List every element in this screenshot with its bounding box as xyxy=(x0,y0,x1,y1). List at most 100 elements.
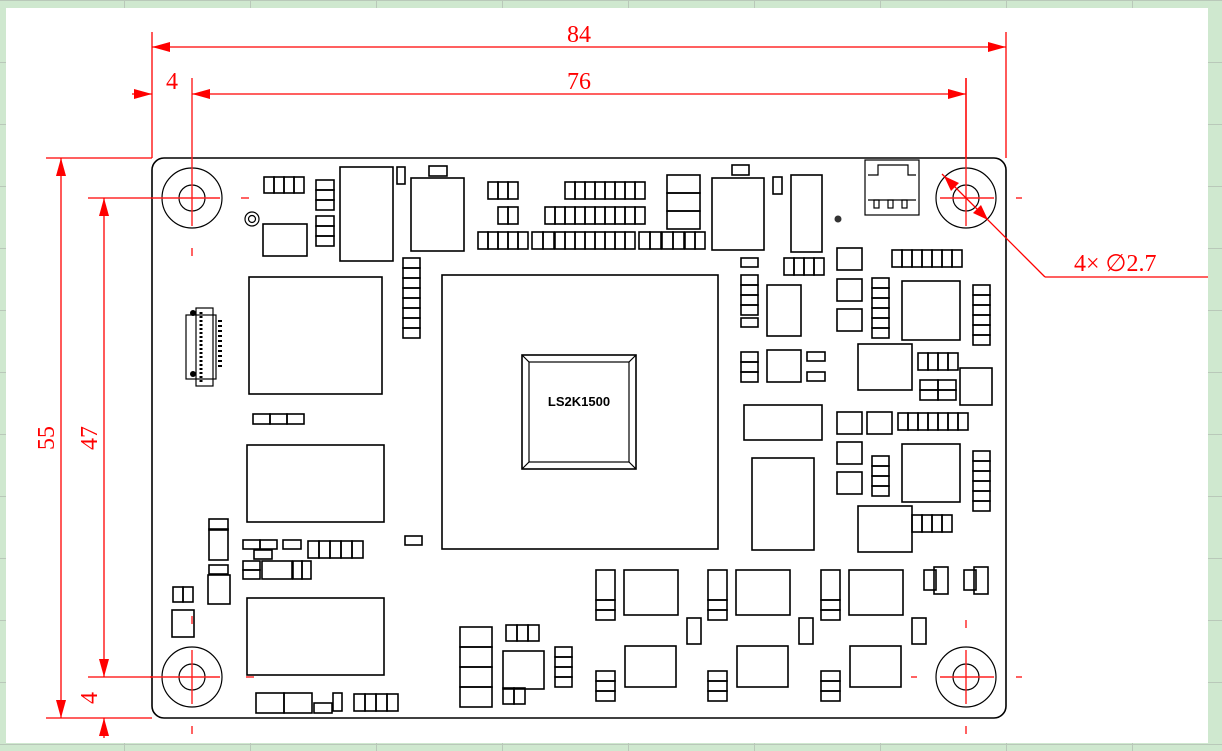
resistor-array xyxy=(293,176,305,194)
resistor-array xyxy=(402,297,421,309)
capacitor xyxy=(208,518,229,531)
resistor-array xyxy=(351,540,364,559)
resistor-array xyxy=(402,267,421,279)
resistor-array xyxy=(554,666,573,678)
resistor-array xyxy=(672,231,685,250)
resistor-array xyxy=(820,680,841,692)
resistor-array xyxy=(286,413,305,425)
dimension-hole-pitch-x: 76 4 xyxy=(132,69,967,158)
resistor-array xyxy=(269,413,288,425)
capacitor xyxy=(836,247,863,271)
resistor-array xyxy=(614,181,626,200)
resistor-array xyxy=(793,257,805,276)
resistor-array xyxy=(917,412,929,431)
resistor-array xyxy=(937,352,949,371)
resistor-array xyxy=(315,199,335,211)
capacitor xyxy=(836,278,863,302)
capacitor xyxy=(806,371,826,382)
ic-small xyxy=(743,404,823,441)
resistor-array xyxy=(957,412,969,431)
ic-small xyxy=(766,284,802,337)
resistor-array xyxy=(242,560,261,571)
capacitor xyxy=(332,692,343,712)
dimension-label-4-horizontal: 4 xyxy=(166,69,178,95)
pin-header-connector xyxy=(864,159,920,216)
board-outline xyxy=(151,157,1007,719)
resistor-array xyxy=(172,586,184,603)
dimension-board-width: 84 xyxy=(151,22,1007,158)
resistor-array xyxy=(820,690,841,702)
capacitor xyxy=(963,569,977,591)
ic-qfn xyxy=(857,505,913,553)
resistor-array xyxy=(871,465,890,477)
resistor-array xyxy=(972,324,991,336)
inductor xyxy=(623,569,679,616)
resistor-array xyxy=(364,693,377,712)
resistor-array xyxy=(531,231,544,250)
resistor-array xyxy=(624,206,636,225)
resistor-array xyxy=(252,413,271,425)
resistor-array xyxy=(911,514,923,533)
resistor-array xyxy=(871,327,890,339)
capacitor xyxy=(740,317,759,328)
resistor-array xyxy=(871,297,890,309)
capacitor xyxy=(208,528,229,561)
resistor-array xyxy=(402,277,421,289)
resistor-array xyxy=(931,514,943,533)
ic-small xyxy=(262,223,308,257)
dimension-hole-pitch-y: 47 4 xyxy=(77,197,152,738)
resistor-array xyxy=(604,231,616,250)
resistor-array xyxy=(595,680,616,692)
fiducial-marks xyxy=(244,211,842,227)
resistor-array xyxy=(542,231,555,250)
dimension-label-84: 84 xyxy=(567,22,591,48)
resistor-array xyxy=(604,206,616,225)
resistor-array xyxy=(315,179,335,191)
components xyxy=(171,164,993,714)
capacitor xyxy=(686,617,702,645)
resistor-array xyxy=(927,352,939,371)
resistor-array xyxy=(595,609,616,621)
resistor-array xyxy=(972,304,991,316)
resistor-array xyxy=(634,181,646,200)
resistor-array xyxy=(661,231,674,250)
resistor-array xyxy=(927,412,939,431)
memory-chip xyxy=(248,276,383,395)
resistor-array xyxy=(505,624,518,642)
resistor-array xyxy=(941,514,953,533)
resistor-array xyxy=(402,327,421,339)
resistor-array xyxy=(564,206,576,225)
resistor-array xyxy=(263,176,275,194)
resistor-array xyxy=(972,460,991,472)
resistor-array xyxy=(402,287,421,299)
resistor-array xyxy=(594,206,606,225)
resistor-array xyxy=(594,181,606,200)
resistor-array xyxy=(595,690,616,702)
resistor-array xyxy=(259,539,278,550)
capacitor xyxy=(261,560,293,580)
resistor-array xyxy=(614,206,626,225)
resistor-array xyxy=(937,389,957,401)
resistor-array xyxy=(907,412,919,431)
inductor xyxy=(736,645,789,688)
resistor-array xyxy=(820,670,841,682)
capacitor xyxy=(459,686,493,708)
capacitor xyxy=(253,549,273,560)
memory-chip xyxy=(246,444,385,523)
resistor-array xyxy=(941,249,953,268)
resistor-array xyxy=(972,500,991,512)
ic-qfn xyxy=(901,280,961,341)
dimension-board-height: 55 xyxy=(34,157,152,719)
resistor-array xyxy=(574,206,586,225)
capacitor xyxy=(459,666,493,688)
resistor-array xyxy=(919,389,939,401)
resistor-array xyxy=(564,181,576,200)
resistor-array xyxy=(527,624,540,642)
resistor-array xyxy=(595,670,616,682)
capacitor xyxy=(666,174,701,194)
resistor-array xyxy=(947,412,959,431)
resistor-array xyxy=(497,231,509,250)
capacitor xyxy=(595,569,616,601)
resistor-array xyxy=(315,189,335,201)
resistor-array xyxy=(684,231,696,250)
